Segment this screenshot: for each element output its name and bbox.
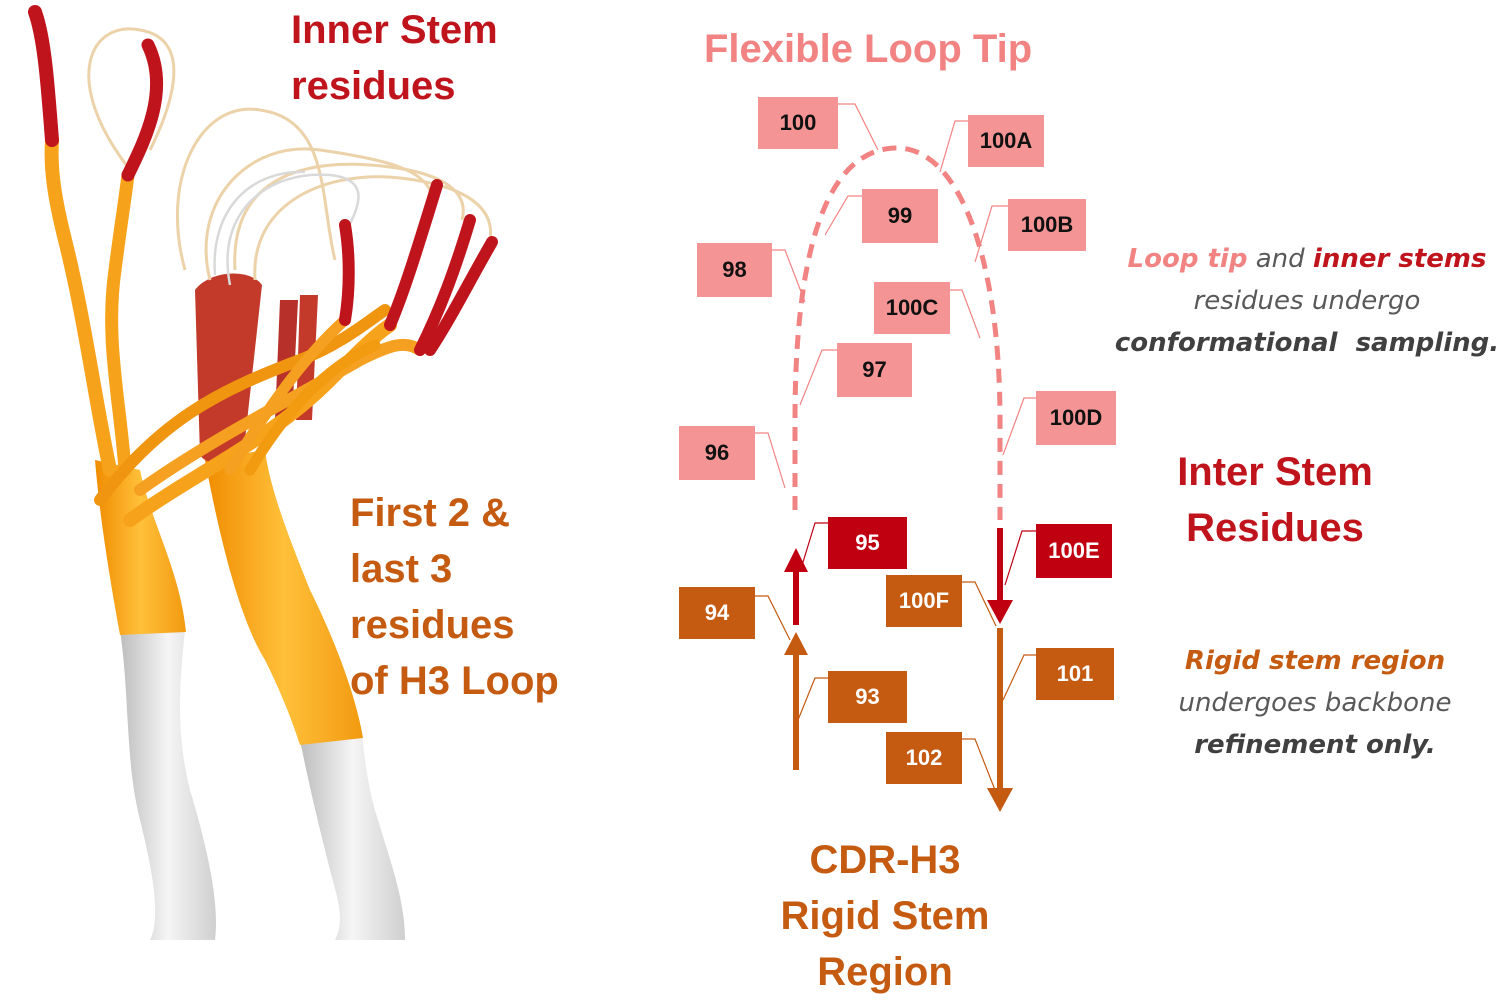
first-last-title-line-2: last 3 <box>350 547 453 591</box>
leader-93 <box>797 677 828 721</box>
residue-label-93: 93 <box>828 671 907 723</box>
first-last-title-line-3: residues <box>350 603 515 647</box>
inner-stem-title-line-1: Inner Stem <box>291 8 498 52</box>
inner-stem-title-line-2: residues <box>291 64 456 108</box>
residue-label-101: 101 <box>1036 648 1114 700</box>
leader-100F <box>962 581 997 627</box>
residue-label-99: 99 <box>862 189 938 243</box>
residue-label-100C: 100C <box>874 282 950 334</box>
loop-note-line-3: conformational sampling. <box>1114 328 1500 358</box>
inner-stem-down-arrowhead <box>987 600 1013 624</box>
first-last-residues-title: First 2 & last 3 residues of H3 Loop <box>350 485 559 709</box>
loop-sampling-note: Loop tip and inner stems residues underg… <box>1112 238 1502 364</box>
leader-95 <box>799 522 828 573</box>
rigid-stem-up-arrowhead <box>784 632 808 655</box>
first-last-title-line-4: of H3 Loop <box>350 659 559 703</box>
residue-label-95: 95 <box>828 517 907 569</box>
leader-100D <box>1002 397 1036 456</box>
leader-98 <box>772 249 806 303</box>
leader-101 <box>1002 654 1036 701</box>
cdr-title-line-2: Rigid Stem <box>780 894 990 938</box>
cdr-h3-rigid-stem-title: CDR-H3 Rigid Stem Region <box>730 832 1040 1000</box>
loop-tip-emphasis: Loop tip <box>1127 244 1248 274</box>
leader-102 <box>962 738 996 791</box>
residue-label-102: 102 <box>886 732 962 784</box>
flexible-loop-tip-title: Flexible Loop Tip <box>704 27 1033 71</box>
inner-stems-emphasis: inner stems <box>1312 244 1487 274</box>
leader-94 <box>755 595 791 641</box>
rigid-note-line-3: refinement only. <box>1194 730 1436 760</box>
cdr-title-line-3: Region <box>817 950 953 994</box>
strand-base-left <box>120 630 216 940</box>
residue-label-97: 97 <box>837 343 912 397</box>
loop-note-and: and <box>1247 244 1313 274</box>
inner-stem-cylinder-1 <box>195 273 262 463</box>
leader-100 <box>838 103 879 151</box>
rigid-note-line-1: Rigid stem region <box>1184 646 1446 676</box>
leader-100A <box>939 120 968 173</box>
leader-100B <box>974 205 1008 263</box>
residue-label-100E: 100E <box>1036 524 1112 578</box>
residue-label-100F: 100F <box>886 575 962 627</box>
residue-label-100: 100 <box>758 97 838 149</box>
rigid-note-line-2: undergoes backbone <box>1178 688 1452 718</box>
rigid-refinement-note: Rigid stem region undergoes backbone ref… <box>1125 640 1502 766</box>
residue-label-100D: 100D <box>1036 391 1116 445</box>
leader-100E <box>1004 530 1036 586</box>
inter-stem-residues-title: Inter Stem Residues <box>1140 444 1410 556</box>
rigid-stem-down-arrowhead <box>987 788 1013 812</box>
inter-stem-title-line-1: Inter Stem <box>1177 450 1373 494</box>
first-last-title-line-1: First 2 & <box>350 491 511 535</box>
cdr-title-line-1: CDR-H3 <box>809 838 961 882</box>
strand-base-right <box>300 735 405 940</box>
inner-stem-residues-title: Inner Stem residues <box>291 2 498 114</box>
inner-stem-up-arrowhead <box>784 548 808 572</box>
loop-note-line-1: Loop tip and inner stems <box>1112 238 1502 280</box>
h3-loop-structure-illustration <box>28 5 498 940</box>
residue-label-100B: 100B <box>1008 199 1086 251</box>
residue-label-100A: 100A <box>968 115 1044 167</box>
residue-label-98: 98 <box>697 243 772 297</box>
leader-99 <box>824 195 862 236</box>
leader-97 <box>799 349 837 406</box>
strand-trunk-right <box>205 450 363 745</box>
residue-label-96: 96 <box>679 426 755 480</box>
leader-100C <box>950 289 981 339</box>
residue-label-94: 94 <box>679 587 755 639</box>
flexible-loop-dashed-arc <box>792 145 1003 520</box>
loop-note-line-2: residues undergo <box>1193 286 1421 316</box>
leader-96 <box>755 432 786 489</box>
inter-stem-title-line-2: Residues <box>1186 506 1364 550</box>
strand-trunk-left <box>95 460 186 635</box>
